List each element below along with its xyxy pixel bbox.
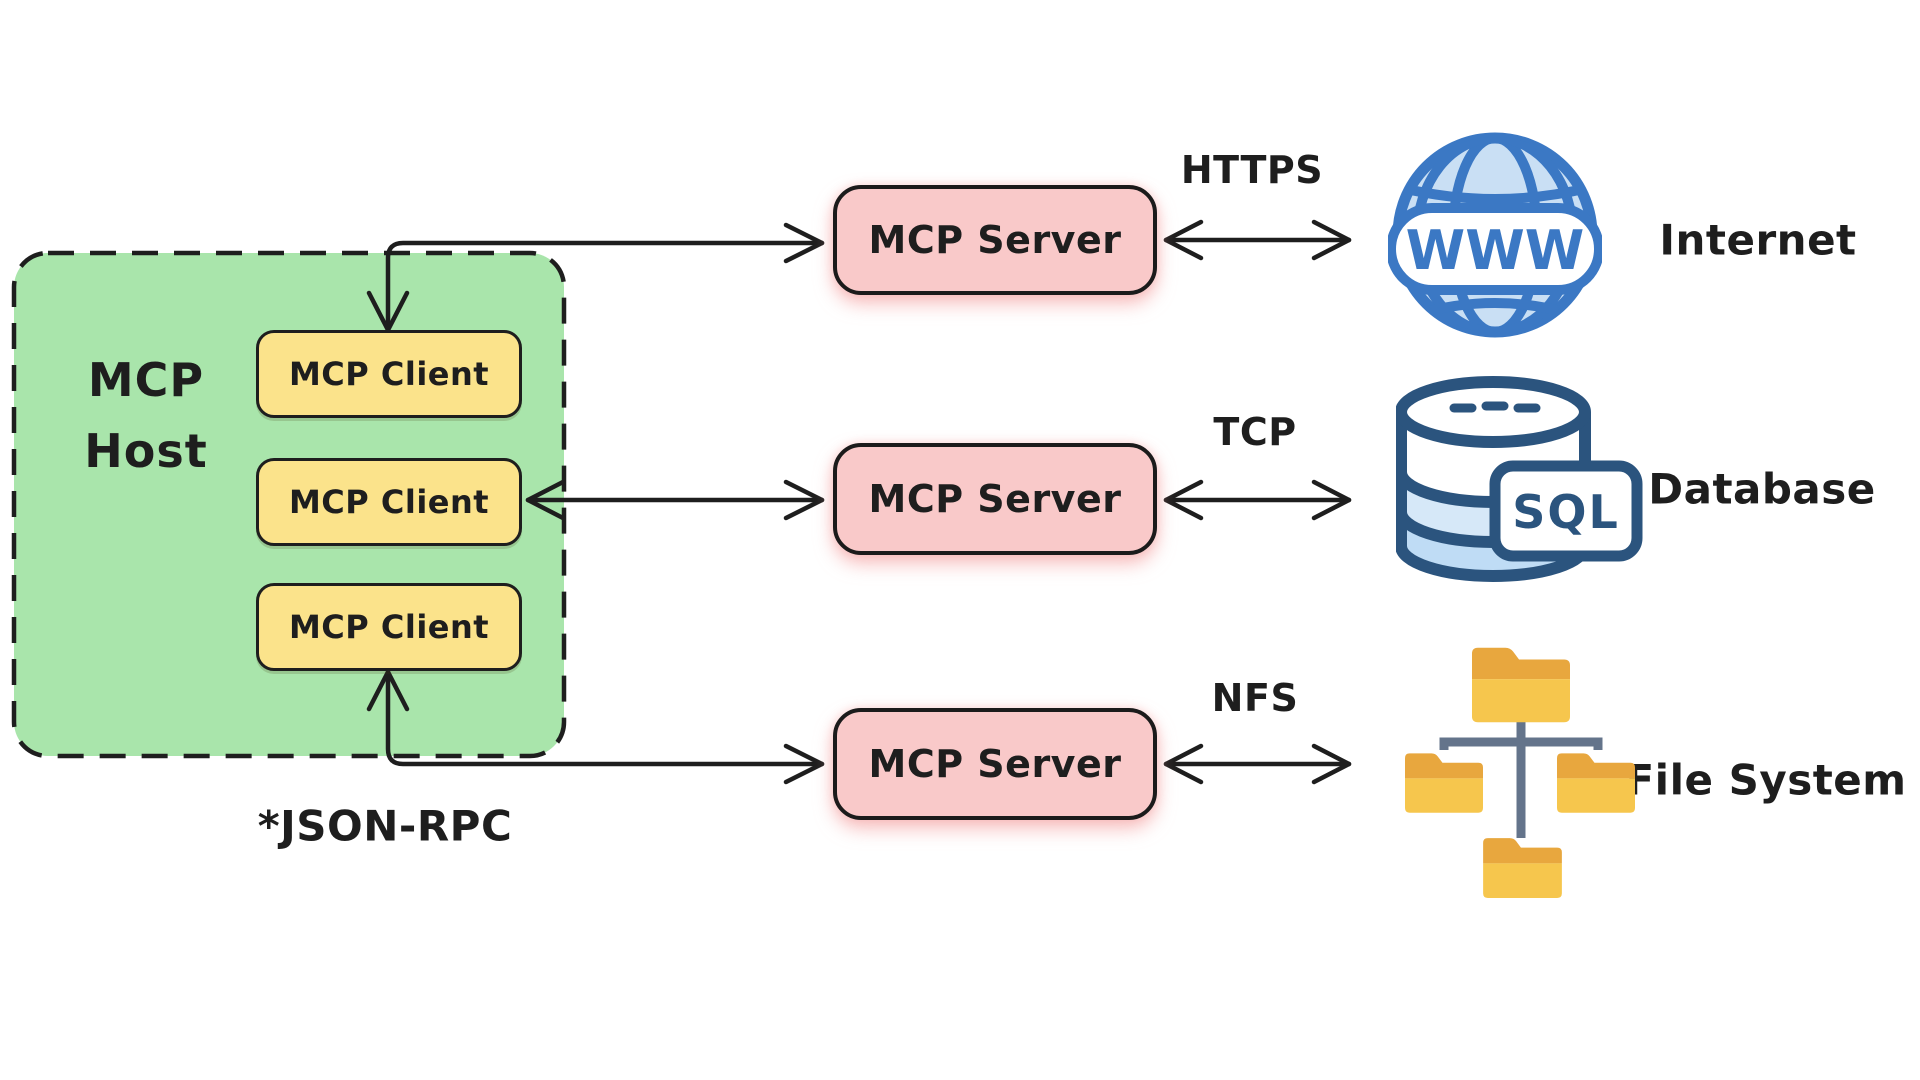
folder-top — [1472, 647, 1570, 723]
globe-www-icon: WWW — [1388, 132, 1602, 338]
transport-label-https: HTTPS — [1180, 148, 1324, 192]
mcp-server-label-2: MCP Server — [868, 477, 1122, 521]
mcp-host-title-line2: Host — [84, 424, 208, 478]
arrowhead-right-tcp — [1311, 479, 1352, 521]
arrowhead-left-nfs — [1163, 743, 1204, 785]
database-sql-icon: SQL — [1396, 376, 1643, 582]
mcp-client-box-1: MCP Client — [256, 330, 522, 418]
mcp-client-label-2: MCP Client — [288, 483, 490, 521]
client1-server1-connector — [385, 240, 825, 333]
mcp-server-box-2: MCP Server — [833, 443, 1157, 555]
mcp-server-label-1: MCP Server — [868, 218, 1122, 262]
json-rpc-footnote: *JSON-RPC — [257, 801, 513, 851]
globe-www-text: WWW — [1406, 219, 1585, 282]
folder-right — [1557, 753, 1635, 813]
transport-label-tcp: TCP — [1213, 410, 1297, 454]
mcp-client-box-3: MCP Client — [256, 583, 522, 671]
folder-tree-icon — [1405, 647, 1635, 898]
mcp-server-label-3: MCP Server — [868, 742, 1122, 786]
mcp-client-box-2: MCP Client — [256, 458, 522, 546]
arrowhead-right-server2 — [783, 479, 825, 521]
globe-www-band — [1388, 203, 1602, 295]
folder-bottom — [1483, 838, 1562, 898]
arrowhead-right-server1 — [783, 222, 825, 264]
arrowhead-right-server3 — [783, 743, 825, 785]
sql-badge-text: SQL — [1512, 485, 1620, 539]
mcp-server-box-3: MCP Server — [833, 708, 1157, 820]
arrowhead-right-nfs — [1311, 743, 1352, 785]
mcp-client-label-3: MCP Client — [288, 608, 490, 646]
folder-tree-connectors — [1439, 718, 1603, 838]
sql-badge — [1489, 460, 1643, 562]
transport-label-nfs: NFS — [1211, 676, 1299, 720]
endpoint-label-database: Database — [1648, 464, 1876, 514]
mcp-host-title: MCP Host — [40, 345, 252, 487]
mcp-client-label-1: MCP Client — [288, 355, 490, 393]
arrowhead-left-tcp — [1163, 479, 1204, 521]
arrowhead-right-https — [1311, 219, 1352, 261]
database-top-dashes — [1449, 401, 1541, 413]
endpoint-label-internet: Internet — [1659, 215, 1857, 265]
mcp-server-box-1: MCP Server — [833, 185, 1157, 295]
endpoint-label-file-system: File System — [1625, 755, 1907, 805]
folder-left — [1405, 753, 1483, 813]
client3-server3-connector — [385, 669, 825, 767]
mcp-host-title-line1: MCP — [87, 353, 205, 407]
arrowhead-left-client2 — [525, 479, 566, 521]
arrowhead-left-https — [1163, 219, 1204, 261]
arrowhead-up-client3 — [366, 669, 410, 712]
